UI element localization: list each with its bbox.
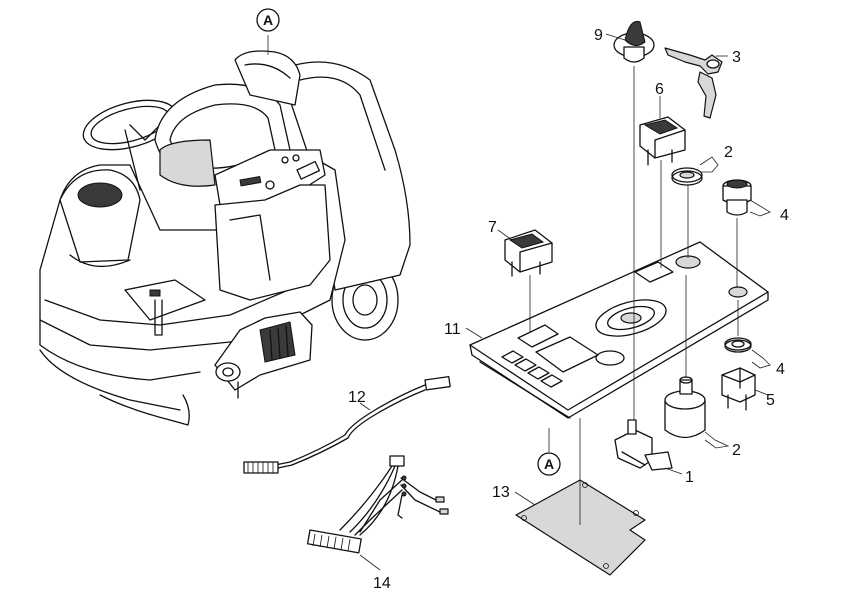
lamp-socket-2 — [664, 376, 706, 439]
cable-harness-14 — [306, 455, 449, 554]
view-marker-a-top: A — [256, 8, 280, 32]
assembly-leader-lines — [267, 33, 771, 571]
ring-nut-2 — [671, 167, 703, 186]
callout-3: 3 — [732, 49, 741, 66]
view-marker-a-bottom: A — [537, 452, 561, 476]
machine-illustration — [39, 50, 411, 426]
switch-5 — [721, 367, 756, 411]
callout-5: 5 — [766, 392, 775, 409]
keys-3 — [664, 47, 723, 119]
callout-9: 9 — [594, 27, 603, 44]
callout-6: 6 — [655, 81, 664, 98]
dashboard-panel-11 — [469, 241, 769, 419]
callout-7: 7 — [488, 219, 497, 236]
switch-body-1 — [614, 419, 673, 471]
circuit-board-12 — [515, 479, 646, 576]
callout-13: 12 — [348, 389, 366, 406]
view-marker-label: A — [544, 456, 554, 472]
cable-harness-13 — [243, 376, 451, 474]
callout-2: 2 — [732, 442, 741, 459]
callout-11: 11 — [444, 321, 461, 338]
callout-2: 2 — [724, 144, 733, 161]
indicator-lamp-4 — [722, 179, 752, 216]
rocker-switch-6 — [639, 116, 686, 166]
nut-4-lower — [724, 337, 752, 353]
key-switch-9 — [613, 20, 655, 63]
callout-12: 13 — [492, 484, 510, 501]
callout-4: 4 — [780, 207, 789, 224]
callout-4: 4 — [776, 361, 785, 378]
callout-1: 1 — [685, 469, 694, 486]
rocker-switch-7 — [504, 229, 553, 277]
view-marker-label: A — [263, 12, 273, 28]
callout-14: 14 — [373, 575, 391, 592]
